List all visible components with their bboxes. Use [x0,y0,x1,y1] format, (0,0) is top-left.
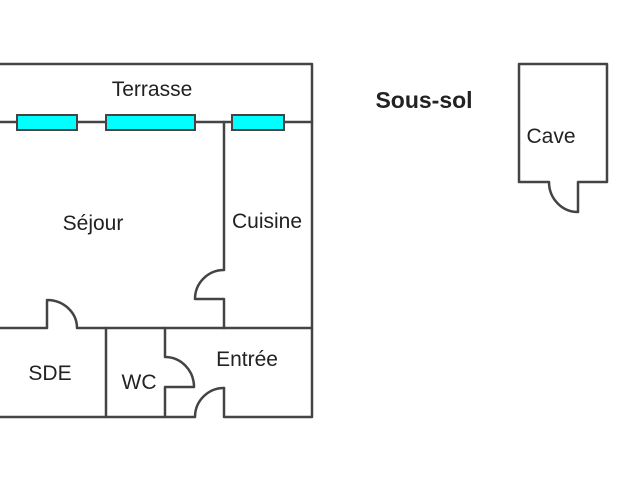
room-label-sejour: Séjour [63,212,124,235]
wc-wall [163,326,196,419]
outer-top-wall [0,62,314,419]
window [231,114,285,131]
cave-walls [517,62,609,214]
room-label-wc: WC [122,371,157,394]
windows [16,114,285,131]
kitchen-wall [193,120,226,330]
room-label-cuisine: Cuisine [232,210,302,233]
middle-wall [0,298,314,330]
window [105,114,196,131]
room-label-terrasse: Terrasse [112,78,193,101]
bottom-wall [0,386,226,419]
basement-label: Sous-sol [375,87,472,113]
room-label-sde: SDE [28,362,71,385]
room-label-entree: Entrée [216,348,278,371]
walls [0,62,609,419]
room-label-cave: Cave [526,125,575,148]
window [16,114,78,131]
